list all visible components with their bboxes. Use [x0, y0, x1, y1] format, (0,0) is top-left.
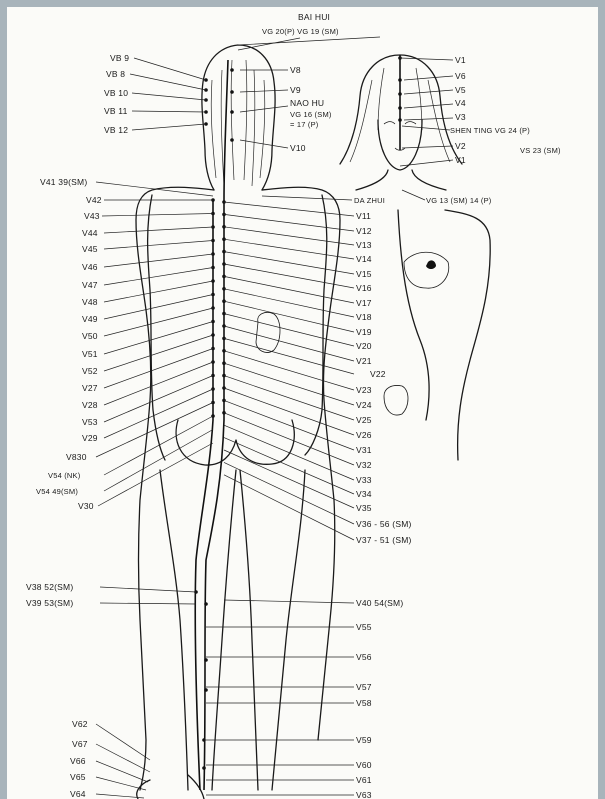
acupoint-dot [230, 138, 234, 142]
label-vb9: VB 9 [110, 53, 129, 63]
label-shen-ting: SHEN TING VG 24 (P) [450, 126, 530, 135]
label-v52: V52 [82, 366, 98, 376]
label-v21: V21 [356, 356, 372, 366]
acupoint-dot [204, 602, 208, 606]
label-v28: V28 [82, 400, 98, 410]
acupoint-dot [204, 658, 208, 662]
label-v53: V53 [82, 417, 98, 427]
acupoint-dot [230, 68, 234, 72]
label-v31: V31 [356, 445, 372, 455]
label-v22: V22 [370, 369, 386, 379]
label-v29: V29 [82, 433, 98, 443]
label-face-v2: V2 [455, 141, 466, 151]
label-nao-hu: NAO HU [290, 98, 324, 108]
label-v38: V38 52(SM) [26, 582, 73, 592]
label-vb8: VB 8 [106, 69, 125, 79]
label-v8: V8 [290, 65, 301, 75]
label-v48: V48 [82, 297, 98, 307]
label-v12: V12 [356, 226, 372, 236]
acupoint-dot [230, 90, 234, 94]
label-v15: V15 [356, 269, 372, 279]
label-v13: V13 [356, 240, 372, 250]
label-v56: V56 [356, 652, 372, 662]
label-face-v5: V5 [455, 85, 466, 95]
label-v17: V17 [356, 298, 372, 308]
label-v37: V37 - 51 (SM) [356, 535, 412, 545]
label-v26: V26 [356, 430, 372, 440]
label-v44: V44 [82, 228, 98, 238]
label-v18: V18 [356, 312, 372, 322]
label-vb10: VB 10 [104, 88, 128, 98]
label-v16: V16 [356, 283, 372, 293]
label-v60: V60 [356, 760, 372, 770]
label-v34: V34 [356, 489, 372, 499]
label-v63: V63 [356, 790, 372, 799]
label-vg17: = 17 (P) [290, 120, 319, 129]
label-v25: V25 [356, 415, 372, 425]
label-v46: V46 [82, 262, 98, 272]
label-vg13: VG 13 (SM) 14 (P) [426, 196, 492, 205]
label-v24: V24 [356, 400, 372, 410]
label-v11: V11 [356, 211, 371, 221]
label-v57: V57 [356, 682, 372, 692]
label-v47: V47 [82, 280, 98, 290]
label-v42: V42 [86, 195, 102, 205]
acupoint-dot [202, 738, 206, 742]
label-face-v1: V1 [455, 55, 466, 65]
label-bai-hui: BAI HUI [298, 12, 330, 22]
label-vg20: VG 20(P) VG 19 (SM) [262, 27, 339, 36]
label-v30: V30 [78, 501, 94, 511]
label-v49: V49 [82, 314, 98, 324]
label-face-v4: V4 [455, 98, 466, 108]
label-v58: V58 [356, 698, 372, 708]
label-v23: V23 [356, 385, 372, 395]
label-v51: V51 [82, 349, 98, 359]
label-vs23: VS 23 (SM) [520, 146, 561, 155]
label-v830: V830 [66, 452, 87, 462]
label-vb12: VB 12 [104, 125, 128, 135]
label-face-v6: V6 [455, 71, 466, 81]
acupoint-dot [204, 688, 208, 692]
label-v66: V66 [70, 756, 86, 766]
label-vb11: VB 11 [104, 106, 128, 116]
label-v35: V35 [356, 503, 372, 513]
label-v27: V27 [82, 383, 98, 393]
label-face-v1-lower: V1 [455, 155, 466, 165]
label-v20: V20 [356, 341, 372, 351]
label-v64: V64 [70, 789, 86, 799]
label-face-v3: V3 [455, 112, 466, 122]
label-v62: V62 [72, 719, 88, 729]
label-v41: V41 39(SM) [40, 177, 87, 187]
label-v59: V59 [356, 735, 372, 745]
label-v32: V32 [356, 460, 372, 470]
label-vg16: VG 16 (SM) [290, 110, 332, 119]
label-v65: V65 [70, 772, 86, 782]
label-v54-nk: V54 (NK) [48, 471, 81, 480]
label-v43: V43 [84, 211, 100, 221]
label-v33: V33 [356, 475, 372, 485]
label-v36: V36 - 56 (SM) [356, 519, 412, 529]
label-v9: V9 [290, 85, 301, 95]
label-v61: V61 [356, 775, 372, 785]
acupoint-dot [202, 766, 206, 770]
label-v54-sm: V54 49(SM) [36, 487, 78, 496]
label-da-zhui: DA ZHUI [354, 196, 385, 205]
label-v10: V10 [290, 143, 306, 153]
label-v55: V55 [356, 622, 372, 632]
label-v19: V19 [356, 327, 372, 337]
label-v50: V50 [82, 331, 98, 341]
label-v67: V67 [72, 739, 88, 749]
label-v45: V45 [82, 244, 98, 254]
label-v39: V39 53(SM) [26, 598, 73, 608]
label-v14: V14 [356, 254, 372, 264]
acupoint-dot [230, 110, 234, 114]
label-v40: V40 54(SM) [356, 598, 403, 608]
